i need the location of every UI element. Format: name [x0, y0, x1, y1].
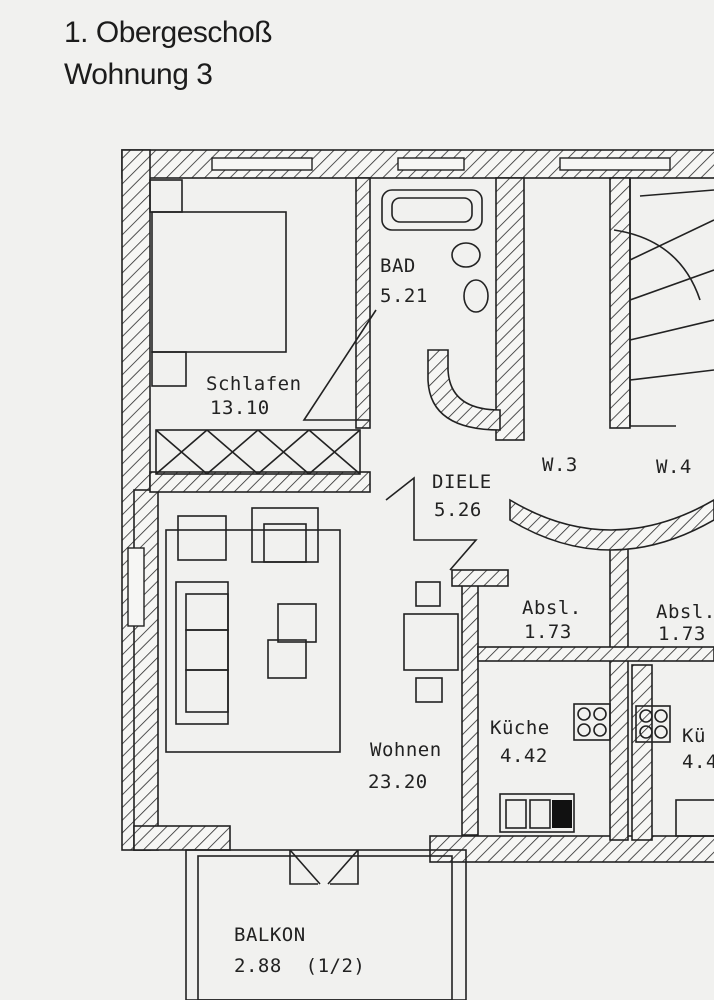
bed: [151, 211, 287, 353]
wall-bottom: [133, 825, 231, 851]
room-area-kueche: 4.42: [500, 745, 548, 767]
wardrobe: [155, 429, 361, 475]
wall-bed-right: [355, 177, 371, 429]
bed-pillow: [149, 179, 183, 213]
wall-bed-bottom: [149, 471, 371, 493]
room-label-balkon: BALKON: [234, 924, 306, 946]
bathtub: [381, 189, 483, 231]
chair-1: [415, 581, 441, 607]
kitchen-counter-2: [675, 799, 714, 837]
room-label-absl-2: Absl.: [656, 601, 714, 623]
room-area-schlafen: 13.10: [210, 397, 270, 419]
chair-2: [415, 677, 443, 703]
door-label-w4: W.4: [656, 456, 692, 478]
wall-kitchen-right: [631, 664, 653, 841]
rug: [165, 529, 341, 753]
room-label-kueche-2: Kü: [682, 725, 706, 747]
wall-absl-top-left: [451, 569, 509, 587]
room-label-wohnen: Wohnen: [370, 739, 442, 761]
armchair-1: [177, 515, 227, 561]
stairs: [613, 178, 714, 427]
diele-curve-wall: [509, 498, 714, 551]
stove: [573, 703, 611, 741]
wall-absl-divider: [609, 539, 629, 841]
window-2: [397, 157, 465, 171]
armchair-2: [251, 507, 319, 563]
bedside-table: [151, 351, 187, 387]
door-label-w3: W.3: [542, 454, 578, 476]
table-1: [277, 603, 317, 643]
wardrobe-cross: [155, 429, 361, 475]
room-label-absl-1: Absl.: [522, 597, 582, 619]
room-area-absl-2: 1.73: [658, 623, 706, 645]
kitchen-counter: [499, 793, 575, 833]
stove-2: [635, 705, 671, 743]
room-area-bad: 5.21: [380, 285, 428, 307]
window-1: [211, 157, 313, 171]
living-door-swing: [385, 476, 478, 571]
room-label-diele: DIELE: [432, 471, 492, 493]
room-area-absl-1: 1.73: [524, 621, 572, 643]
toilet: [451, 242, 481, 268]
wall-left-lower: [133, 489, 159, 851]
wall-bottom-right: [429, 835, 714, 863]
room-area-diele: 5.26: [434, 499, 482, 521]
room-area-balkon: 2.88 (1/2): [234, 955, 365, 977]
room-area-kueche-2: 4.4: [682, 751, 714, 773]
room-label-bad: BAD: [380, 255, 416, 277]
shower-curve: [427, 349, 501, 431]
table-2: [267, 639, 307, 679]
floor-title: 1. Obergeschoß: [64, 16, 273, 49]
balcony-door: [289, 849, 359, 885]
bath-door-swing: [302, 309, 377, 421]
room-area-wohnen: 23.20: [368, 771, 428, 793]
window-left: [127, 547, 145, 627]
window-3: [559, 157, 671, 171]
room-label-schlafen: Schlafen: [206, 373, 302, 395]
room-label-kueche: Küche: [490, 717, 550, 739]
wall-stair-left: [609, 177, 631, 429]
apartment-title: Wohnung 3: [64, 58, 213, 91]
balcony-outline: [185, 849, 467, 1000]
sink: [463, 279, 489, 313]
wall-absl-bottom: [477, 646, 714, 662]
sofa: [175, 581, 229, 725]
wall-bath-right: [495, 177, 525, 441]
wall-kitchen-left: [461, 574, 479, 836]
dining-table: [403, 613, 459, 671]
